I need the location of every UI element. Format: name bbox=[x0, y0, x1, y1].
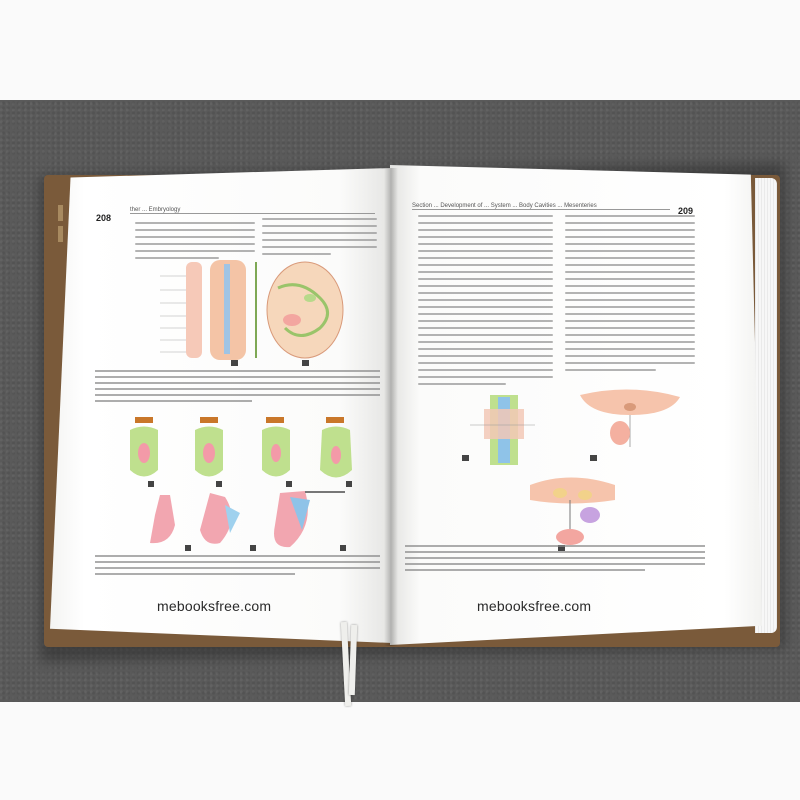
photo-border-top bbox=[0, 0, 800, 100]
left-running-header: ther ... Embryology bbox=[130, 207, 375, 214]
book-gutter-shadow bbox=[384, 168, 398, 646]
bookmark-ribbon bbox=[348, 624, 358, 696]
left-footer-url: mebooksfree.com bbox=[157, 598, 272, 614]
right-page-number: 209 bbox=[678, 206, 694, 216]
page-stack-edge bbox=[755, 178, 777, 633]
right-footer-url: mebooksfree.com bbox=[477, 598, 592, 614]
left-figure-caption-2 bbox=[95, 555, 380, 579]
left-paragraph-col1 bbox=[135, 222, 255, 264]
embryo-gut-figure bbox=[160, 260, 344, 366]
photo-border-bottom bbox=[0, 702, 800, 800]
left-page-number: 208 bbox=[96, 213, 112, 223]
page-tab-marker bbox=[58, 205, 63, 221]
stomach-rotation-figure bbox=[130, 417, 352, 487]
right-paragraph-col2 bbox=[565, 215, 695, 376]
page-tab-marker bbox=[58, 226, 63, 242]
left-paragraph-col2 bbox=[262, 218, 377, 260]
right-running-header: Section ... Development of ... System ..… bbox=[412, 203, 670, 210]
right-paragraph-col1 bbox=[418, 215, 553, 390]
right-figure-caption bbox=[405, 545, 705, 575]
left-figure-caption-1 bbox=[95, 370, 380, 406]
stomach-lateral-figure bbox=[150, 491, 346, 551]
mesentery-figure bbox=[462, 389, 680, 551]
right-page bbox=[390, 165, 762, 645]
